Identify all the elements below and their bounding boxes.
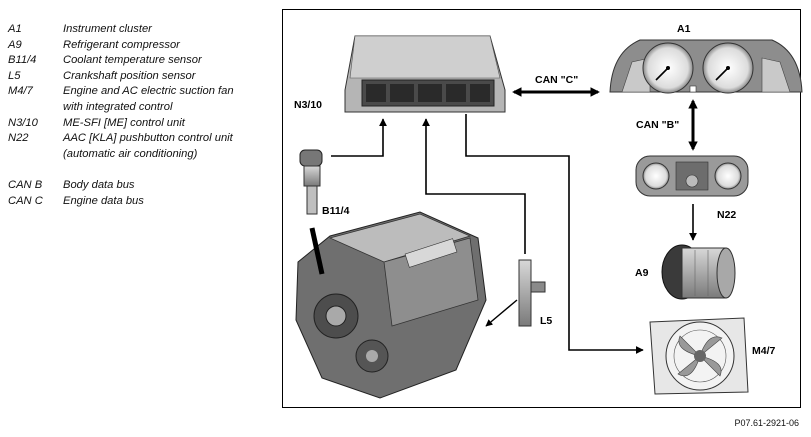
crankshaft-sensor-l5 [518,259,546,327]
label-l5: L5 [540,315,552,327]
suction-fan-m4-7 [649,317,749,395]
legend-desc: Engine and AC electric suction fan with … [63,85,234,113]
legend-item-a1: A1 Instrument cluster [8,22,263,38]
legend-desc: AAC [KLA] pushbutton control unit (autom… [63,132,233,160]
legend-desc: Coolant temperature sensor [63,54,202,67]
legend-item-n310: N3/10 ME-SFI [ME] control unit [8,116,263,132]
instrument-cluster-a1 [609,39,803,94]
legend-desc: Body data bus [63,179,135,192]
diagram-frame [282,9,801,408]
legend-code: B11/4 [8,54,37,67]
legend-item-n22: N22 AAC [KLA] pushbutton control unit (a… [8,131,263,162]
control-unit-n3-10 [344,35,506,113]
legend-desc: Instrument cluster [63,23,152,35]
label-can-b: CAN "B" [636,119,679,131]
legend-item-m47: M4/7 Engine and AC electric suction fan … [8,84,263,115]
legend-desc: Engine data bus [63,194,144,207]
figure-reference: P07.61-2921-06 [734,418,799,428]
legend-code: N22 [8,132,29,145]
legend-item-a9: A9 Refrigerant compressor [8,38,263,54]
pushbutton-unit-n22 [635,155,749,197]
label-a1: A1 [677,23,691,35]
coolant-sensor-b11-4 [299,149,323,215]
label-can-c: CAN "C" [535,74,578,86]
legend: A1 Instrument cluster A9 Refrigerant com… [8,22,263,210]
compressor-a9 [661,244,736,300]
label-n3-10: N3/10 [294,99,322,111]
label-m4-7: M4/7 [752,345,776,357]
legend-code: CAN C [8,194,43,207]
legend-desc: ME-SFI [ME] control unit [63,116,185,129]
label-b11-4: B11/4 [322,205,350,217]
label-a9: A9 [635,267,649,279]
legend-code: L5 [8,69,21,82]
legend-code: N3/10 [8,116,38,129]
legend-desc: Crankshaft position sensor [63,69,196,82]
legend-item-l5: L5 Crankshaft position sensor [8,69,263,85]
legend-code: M4/7 [8,85,33,98]
engine-illustration [295,211,487,399]
legend-code: CAN B [8,179,43,192]
legend-item-b114: B11/4 Coolant temperature sensor [8,53,263,69]
legend-code: A1 [8,23,22,35]
connection-lines [331,87,698,354]
legend-bus-can-c: CAN C Engine data bus [8,194,263,210]
legend-code: A9 [8,38,22,51]
legend-bus-can-b: CAN B Body data bus [8,178,263,194]
label-n22: N22 [717,209,736,221]
legend-desc: Refrigerant compressor [63,38,180,51]
